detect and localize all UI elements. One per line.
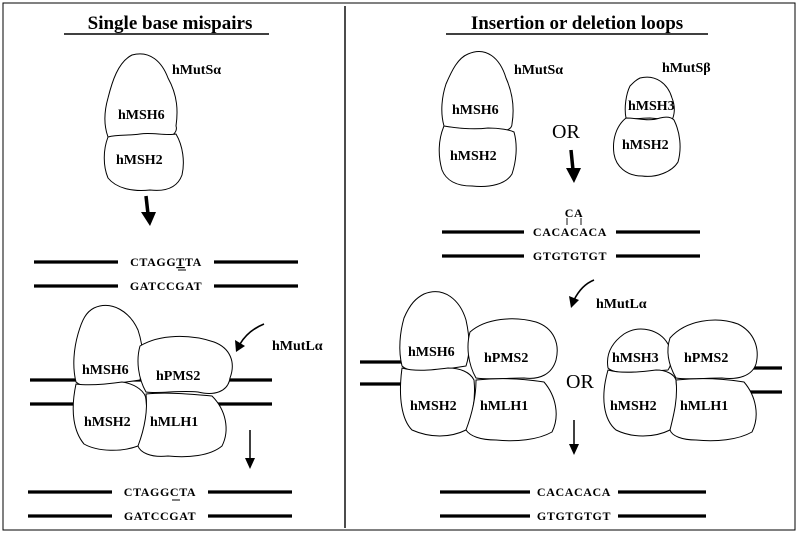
left-panel-title: Single base mispairs [88, 13, 253, 34]
right-tb-msh2-label: hMSH2 [610, 399, 657, 414]
right-or-text-top: OR [552, 121, 580, 143]
left-t-pms2-shape [137, 335, 233, 394]
right-binding-arrow [566, 149, 581, 183]
right-msh6-shape [441, 51, 514, 132]
right-ta-msh2-label: hMSH2 [410, 399, 457, 414]
right-mutl-curved-arrow [569, 279, 595, 308]
left-msh6-label: hMSH6 [118, 108, 165, 123]
right-loop-dna: CA CACACACA GTGTGTGT [442, 206, 700, 263]
right-ta-mlh1-label: hMLH1 [480, 399, 528, 414]
left-repaired-bottom-seq: GATCCGAT [124, 509, 196, 523]
left-msh2-label: hMSH2 [116, 153, 163, 168]
left-t-mlh1-label: hMLH1 [150, 415, 198, 430]
right-repaired-top-seq: CACACACA [537, 485, 611, 499]
right-panel-title: Insertion or deletion loops [471, 13, 683, 34]
right-ta-pms2-label: hPMS2 [484, 351, 528, 366]
left-t-msh2-label: hMSH2 [84, 415, 131, 430]
right-msh2b-shape [613, 116, 681, 177]
left-repair-arrow [245, 430, 255, 469]
right-hmutsa-complex: hMSH6 hMSH2 hMutSα [438, 51, 563, 187]
right-ta-pms2-shape [467, 318, 558, 380]
right-msh2-label: hMSH2 [450, 149, 497, 164]
right-msh2b-label: hMSH2 [622, 138, 669, 153]
right-hmutsb-complex: hMSH3 hMSH2 hMutSβ [613, 61, 711, 177]
left-t-msh6-label: hMSH6 [82, 363, 129, 378]
left-repaired-top-seq: CTAGGCTA [124, 485, 196, 499]
right-loop-text: CA [565, 206, 584, 220]
left-repaired-base: C [170, 485, 179, 499]
right-msh2-shape [438, 125, 517, 187]
right-repair-arrow [569, 420, 579, 455]
left-mutl-label: hMutLα [272, 339, 323, 354]
left-t-pms2-label: hPMS2 [156, 369, 200, 384]
left-t-mlh1-shape [137, 392, 227, 458]
left-msh6-shape [104, 53, 178, 141]
left-mismatch-top-seq: CTAGGTTA [130, 255, 202, 269]
right-ternary-complex-b: hMSH3 hPMS2 hMSH2 hMLH1 [603, 319, 782, 442]
right-hmutsb-label: hMutSβ [662, 61, 711, 76]
left-mismatch-dna: CTAGGTTA GATCCGAT [34, 255, 298, 293]
right-mutl-label: hMutLα [596, 297, 647, 312]
right-tb-pms2-shape [667, 319, 758, 380]
right-tb-pms2-label: hPMS2 [684, 351, 728, 366]
right-msh6-label: hMSH6 [452, 103, 499, 118]
right-repaired-dna: CACACACA GTGTGTGT [440, 485, 706, 523]
left-mismatch-bottom-seq: GATCCGAT [130, 279, 202, 293]
right-loop-bottom-seq: GTGTGTGT [533, 249, 607, 263]
left-hmutsa-label: hMutSα [172, 63, 221, 78]
left-mutl-curved-arrow [235, 323, 265, 352]
left-hmutsa-complex: hMSH6 hMSH2 hMutSα [103, 53, 221, 191]
left-mismatch-base: T [176, 255, 185, 269]
left-repaired-dna: CTAGGCTA GATCCGAT [28, 485, 292, 523]
left-msh2-shape [103, 132, 184, 191]
right-repaired-bottom-seq: GTGTGTGT [537, 509, 611, 523]
left-ternary-complex: hMSH6 hPMS2 hMSH2 hMLH1 [30, 305, 272, 458]
left-binding-arrow [141, 195, 156, 226]
right-tb-msh3-label: hMSH3 [612, 351, 659, 366]
right-ta-mlh1-shape [465, 378, 557, 442]
frame-border [2, 2, 796, 531]
right-ternary-complex-a: hMSH6 hPMS2 hMSH2 hMLH1 [360, 291, 558, 442]
right-tb-mlh1-label: hMLH1 [680, 399, 728, 414]
right-loop-top-seq: CACACACA [533, 225, 607, 239]
right-tb-mlh1-shape [669, 378, 757, 442]
right-hmutsa-label: hMutSα [514, 63, 563, 78]
right-or-text-bottom: OR [566, 371, 594, 393]
right-msh3-label: hMSH3 [628, 99, 675, 114]
right-ta-msh6-label: hMSH6 [408, 345, 455, 360]
